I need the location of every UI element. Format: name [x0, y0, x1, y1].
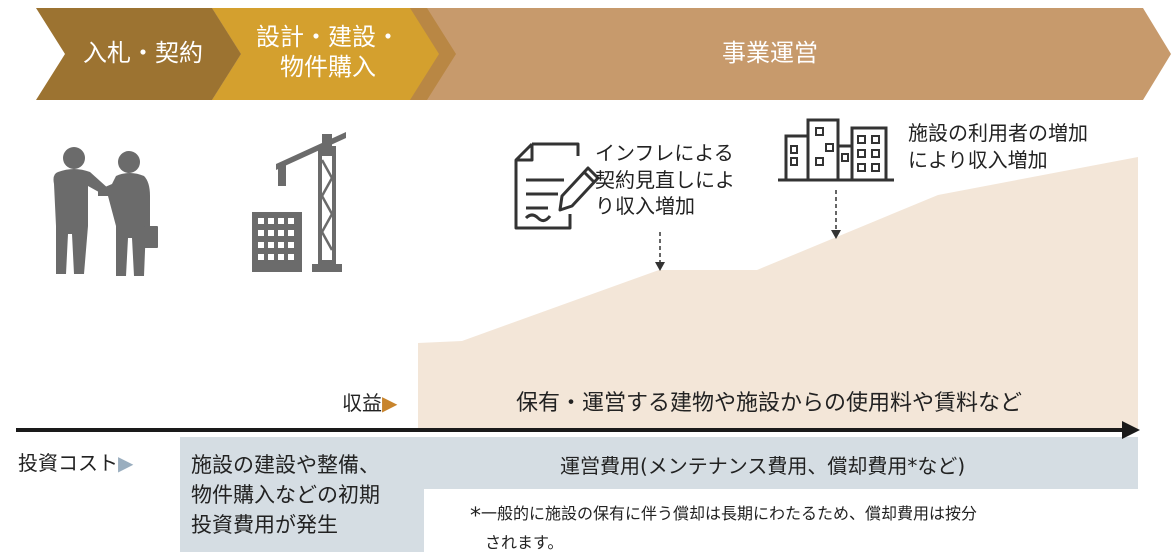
handshake-icon	[53, 147, 158, 276]
phase-construction-label-line1: 設計・建設・	[256, 23, 400, 51]
footnote: *一般的に施設の保有に伴う償却は長期にわたるため、償却費用は按分 されます。	[470, 502, 977, 553]
inflation-annotation: インフレによる 契約見直しによ り収入増加	[595, 140, 735, 220]
inflation-annotation-line2: 契約見直しによ	[595, 167, 735, 192]
footnote-line1: *一般的に施設の保有に伴う償却は長期にわたるため、償却費用は按分	[470, 502, 977, 532]
cost-marker-icon: ▶	[118, 451, 134, 475]
city-buildings-icon	[778, 118, 894, 182]
inflation-annotation-line3: り収入増加	[595, 194, 695, 219]
phase-construction-arrow	[212, 8, 439, 100]
revenue-area	[418, 157, 1138, 430]
users-annotation: 施設の利用者の増加 により収入増加	[908, 120, 1088, 173]
footnote-text-1: 一般的に施設の保有に伴う償却は長期にわたるため、償却費用は按分	[481, 504, 978, 523]
revenue-marker-icon: ▶	[382, 391, 398, 415]
revenue-label: 収益	[342, 391, 382, 415]
inflation-pointer-arrow	[655, 232, 665, 271]
revenue-label-group: 収益▶	[342, 387, 397, 416]
phase-construction-label-line2: 物件購入	[280, 53, 376, 81]
inflation-annotation-line1: インフレによる	[595, 141, 734, 165]
phase-bidding-label: 入札・契約	[83, 39, 203, 67]
footnote-line2: されます。	[485, 532, 564, 552]
building-under-construction-icon	[252, 212, 302, 272]
initial-cost-line2: 物件購入などの初期	[191, 482, 380, 507]
initial-cost-line3: 投資費用が発生	[191, 512, 338, 537]
initial-cost-text: 施設の建設や整備、 物件購入などの初期 投資費用が発生	[191, 451, 380, 540]
initial-cost-band	[180, 437, 424, 552]
users-pointer-arrow	[831, 190, 841, 239]
cost-label: 投資コスト	[18, 451, 118, 475]
phase-bidding-arrow	[36, 8, 241, 100]
phase-operation-label: 事業運営	[722, 39, 818, 67]
operating-cost-band	[424, 437, 1138, 489]
phase-construction-label: 設計・建設・ 物件購入	[238, 22, 418, 82]
time-axis-arrowhead	[1122, 421, 1140, 439]
contract-document-icon	[514, 142, 600, 230]
operating-cost-text: 運営費用(メンテナンス費用、償却費用*など)	[560, 454, 966, 478]
phase-operation-arrow	[423, 8, 1171, 100]
cost-label-group: 投資コスト▶	[18, 447, 133, 476]
crane-icon	[276, 132, 346, 272]
users-annotation-line1: 施設の利用者の増加	[908, 121, 1088, 145]
initial-cost-line1: 施設の建設や整備、	[191, 453, 380, 477]
users-annotation-line2: により収入増加	[908, 147, 1048, 172]
footnote-mark: *	[470, 504, 481, 529]
revenue-description: 保有・運営する建物や施設からの使用料や賃料など	[516, 391, 1023, 416]
